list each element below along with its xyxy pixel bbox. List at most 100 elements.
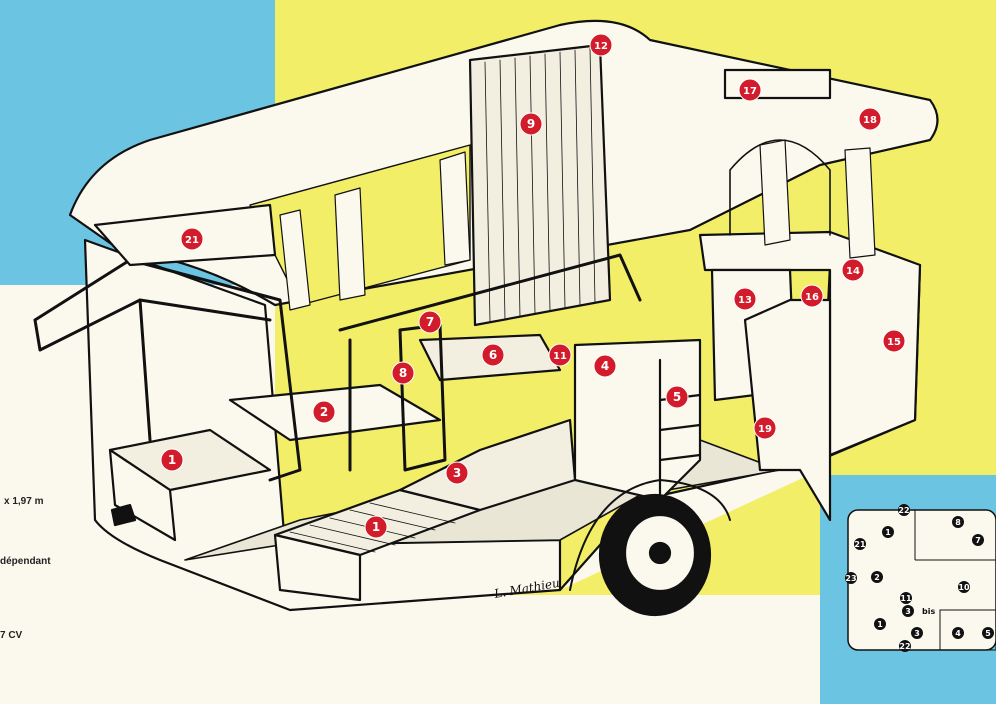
callout-label: 13 xyxy=(738,295,752,306)
plan-marker-circle xyxy=(899,640,911,652)
callout-circle xyxy=(882,329,906,353)
wheel xyxy=(598,493,712,617)
curtains xyxy=(279,139,876,311)
callout-9: 9 xyxy=(519,112,543,136)
callout-6: 6 xyxy=(481,343,505,367)
plan-marker-23: 23 xyxy=(845,572,857,584)
callout-circle xyxy=(738,78,762,102)
callout-8: 8 xyxy=(391,361,415,385)
callout-label: 1 xyxy=(168,453,176,467)
callout-circle xyxy=(519,112,543,136)
callout-2: 2 xyxy=(312,400,336,424)
callout-label: 8 xyxy=(399,366,407,380)
callout-19: 19 xyxy=(753,416,777,440)
callout-label: 21 xyxy=(185,235,199,246)
plan-marker-label: 21 xyxy=(854,540,866,549)
plan-marker-circle xyxy=(958,581,970,593)
callout-circle xyxy=(180,227,204,251)
background-white-bottom xyxy=(250,595,850,704)
callout-circle xyxy=(593,354,617,378)
callout-circle xyxy=(160,448,184,472)
callout-5: 5 xyxy=(665,385,689,409)
plan-marker-circle xyxy=(952,516,964,528)
plan-marker-label: 3 xyxy=(914,629,920,638)
callout-label: 6 xyxy=(489,348,497,362)
plan-marker-circle xyxy=(972,534,984,546)
callout-label: 15 xyxy=(887,337,901,348)
callout-label: 1 xyxy=(372,520,380,534)
plan-marker-2: 2 xyxy=(871,571,883,583)
callout-circle xyxy=(589,33,613,57)
plan-marker-21: 21 xyxy=(854,538,866,550)
callout-label: 16 xyxy=(805,292,819,303)
callout-18: 18 xyxy=(858,107,882,131)
callout-circle xyxy=(548,343,572,367)
callout-17: 17 xyxy=(738,78,762,102)
callout-label: 5 xyxy=(673,390,681,404)
callout-circle xyxy=(391,361,415,385)
callout-circle xyxy=(418,310,442,334)
wheel-arch xyxy=(569,479,731,591)
callout-circle xyxy=(665,385,689,409)
callout-label: 19 xyxy=(758,424,772,435)
callout-circle xyxy=(841,258,865,282)
bench-backrest xyxy=(398,418,577,512)
callout-circle xyxy=(364,515,388,539)
callout-16: 16 xyxy=(800,284,824,308)
left-bench-base xyxy=(108,448,177,542)
callout-15: 15 xyxy=(882,329,906,353)
plan-marker-circle xyxy=(898,504,910,516)
callout-label: 7 xyxy=(426,315,434,329)
callout-label: 12 xyxy=(594,41,608,52)
callout-label: 17 xyxy=(743,86,757,97)
plan-marker-circle xyxy=(952,627,964,639)
entry-door xyxy=(743,298,832,522)
plan-marker-label: 4 xyxy=(955,629,961,638)
callout-label: 3 xyxy=(453,466,461,480)
plan-marker-label: 22 xyxy=(898,506,909,515)
plan-marker-3: 3 xyxy=(902,605,914,617)
callout-1: 1 xyxy=(160,448,184,472)
plan-marker-label: 3 xyxy=(905,607,911,616)
callout-circle xyxy=(445,461,469,485)
callout-12: 12 xyxy=(589,33,613,57)
plan-marker-5: 5 xyxy=(982,627,994,639)
plan-marker-1: 1 xyxy=(874,618,886,630)
plan-marker-label: 5 xyxy=(985,629,991,638)
callout-circle xyxy=(858,107,882,131)
plan-marker-4: 4 xyxy=(952,627,964,639)
plan-marker-1: 1 xyxy=(882,526,894,538)
plan-marker-label: 23 xyxy=(845,574,856,583)
callout-circle xyxy=(481,343,505,367)
callout-circle xyxy=(312,400,336,424)
plan-marker-label: 1 xyxy=(885,528,891,537)
callout-14: 14 xyxy=(841,258,865,282)
callout-circle xyxy=(753,416,777,440)
spec-power: 7 CV xyxy=(0,630,23,641)
callout-label: 11 xyxy=(553,351,567,362)
plan-marker-label: 8 xyxy=(955,518,961,527)
callout-1: 1 xyxy=(364,515,388,539)
plan-marker-3: 3 xyxy=(911,627,923,639)
callout-label: 2 xyxy=(320,405,328,419)
callout-13: 13 xyxy=(733,287,757,311)
plan-marker-circle xyxy=(911,627,923,639)
plan-marker-22: 22 xyxy=(899,640,911,652)
caravan-drawing xyxy=(33,19,939,617)
plan-marker-circle xyxy=(902,605,914,617)
plan-marker-label: 7 xyxy=(975,536,981,545)
callout-21: 21 xyxy=(180,227,204,251)
kitchen-arch xyxy=(729,139,831,236)
callout-circle xyxy=(733,287,757,311)
plan-marker-label: 10 xyxy=(958,583,970,592)
plan-marker-10: 10 xyxy=(958,581,970,593)
plan-marker-7: 7 xyxy=(972,534,984,546)
callout-label: 14 xyxy=(846,266,860,277)
tubular-frame xyxy=(33,253,642,482)
callout-circle xyxy=(800,284,824,308)
plan-marker-label: 1 xyxy=(877,620,883,629)
